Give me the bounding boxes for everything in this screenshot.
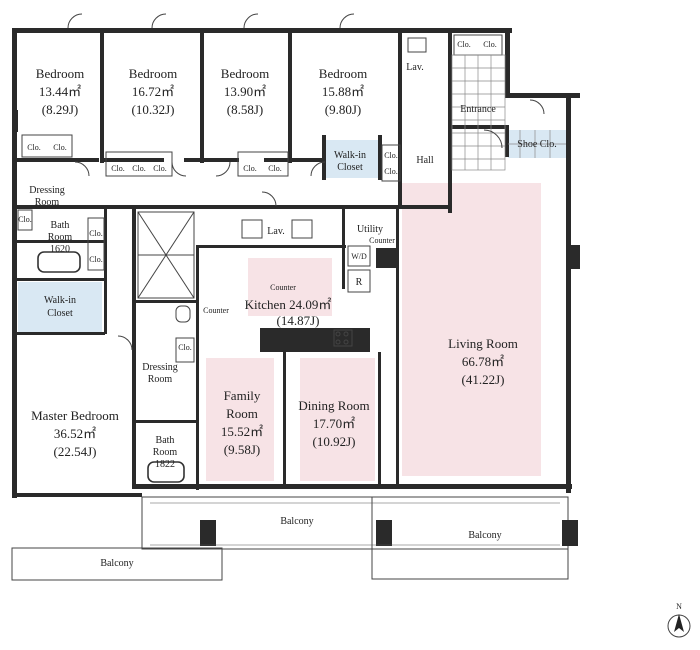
bath1-label-3: 1620 <box>50 244 70 255</box>
family-name-1: Family <box>224 388 261 403</box>
outer-walls <box>12 28 580 498</box>
refrigerator-label: R <box>356 277 363 288</box>
bedroom2-name: Bedroom <box>129 66 177 81</box>
columns <box>12 110 580 269</box>
closet-label: Clo. <box>268 164 282 173</box>
north-label: N <box>676 602 682 611</box>
closet-label: Clo. <box>89 255 103 264</box>
bath2-label-1: Bath <box>156 435 175 446</box>
bedroom4-jou: (9.80J) <box>325 102 361 117</box>
dining-area: 17.70㎡ <box>313 416 355 431</box>
kitchen-name: Kitchen 24.09㎡ <box>245 297 332 312</box>
doors <box>67 13 545 351</box>
bedroom3-name: Bedroom <box>221 66 269 81</box>
dressing2-label-1: Dressing <box>142 362 178 373</box>
closet-label: Clo. <box>178 343 192 352</box>
balcony-right-label: Balcony <box>468 530 501 541</box>
counter-kitchen-label: Counter <box>270 283 296 292</box>
lav-mid-label: Lav. <box>267 226 284 237</box>
family-jou: (9.58J) <box>224 442 260 457</box>
closet-label: Clo. <box>457 40 471 49</box>
walkin-label-2: Closet <box>47 308 73 319</box>
closet-label: Clo. <box>53 143 67 152</box>
hall-label: Hall <box>416 155 433 166</box>
walkin-label-1: Walk-in <box>44 295 76 306</box>
pipe-shaft <box>137 211 195 299</box>
bath1-label-2: Room <box>48 232 73 243</box>
north-compass <box>667 614 691 638</box>
wd-label: W/D <box>351 252 367 261</box>
counter-small-label: Counter <box>369 236 395 245</box>
closet-label: Clo. <box>132 164 146 173</box>
closet-label: Clo. <box>243 164 257 173</box>
balcony-main-label: Balcony <box>280 516 313 527</box>
kitchen-floor <box>248 258 332 316</box>
dressing2-label-2: Room <box>148 374 173 385</box>
utility-label: Utility <box>357 224 383 235</box>
bath2-label-3: 1822 <box>155 459 175 470</box>
living-floor-upper <box>472 183 541 223</box>
closet-label: Clo. <box>111 164 125 173</box>
living-area: 66.78㎡ <box>462 354 504 369</box>
closet-label: Clo. <box>384 167 398 176</box>
family-floor <box>206 358 274 481</box>
kitchen-jou: (14.87J) <box>277 313 320 328</box>
master-name: Master Bedroom <box>31 408 119 423</box>
closet-label: Clo. <box>27 143 41 152</box>
entrance-label: Entrance <box>460 104 496 115</box>
balcony-left-label: Balcony <box>100 558 133 569</box>
bedroom1-area: 13.44㎡ <box>39 84 81 99</box>
bedroom2-jou: (10.32J) <box>132 102 175 117</box>
family-area: 15.52㎡ <box>221 424 263 439</box>
dining-name: Dining Room <box>298 398 369 413</box>
closet-label: Clo. <box>153 164 167 173</box>
bath2-label-2: Room <box>153 447 178 458</box>
walkin-closet2-floor <box>322 140 378 178</box>
dressing-label-1: Dressing <box>29 185 65 196</box>
living-jou: (41.22J) <box>462 372 505 387</box>
master-area: 36.52㎡ <box>54 426 96 441</box>
dining-floor <box>300 358 375 481</box>
bedroom3-jou: (8.58J) <box>227 102 263 117</box>
fixtures <box>37 37 427 483</box>
bedroom2-area: 16.72㎡ <box>132 84 174 99</box>
walkin2-label-2: Closet <box>337 162 363 173</box>
closet-label: Clo. <box>384 151 398 160</box>
balcony <box>11 496 578 581</box>
bedroom-walls <box>12 33 509 213</box>
closet-label: Clo. <box>483 40 497 49</box>
bedroom4-area: 15.88㎡ <box>322 84 364 99</box>
counter-side-label: Counter <box>203 306 229 315</box>
dressing-label-2: Room <box>35 197 60 208</box>
walkin2-label-1: Walk-in <box>334 150 366 161</box>
bedroom4-name: Bedroom <box>319 66 367 81</box>
closet-label: Clo. <box>18 215 32 224</box>
living-name: Living Room <box>448 336 518 351</box>
bath1-label-1: Bath <box>51 220 70 231</box>
dining-jou: (10.92J) <box>313 434 356 449</box>
bedroom1-name: Bedroom <box>36 66 84 81</box>
family-name-2: Room <box>226 406 258 421</box>
bedroom3-area: 13.90㎡ <box>224 84 266 99</box>
lav-top-label: Lav. <box>406 62 423 73</box>
bedroom-closets <box>17 34 503 363</box>
bedroom1-jou: (8.29J) <box>42 102 78 117</box>
living-floor <box>402 183 541 476</box>
closet-label: Clo. <box>89 229 103 238</box>
master-jou: (22.54J) <box>54 444 97 459</box>
shoe-closet-label: Shoe Clo. <box>517 139 556 150</box>
entrance-grid <box>451 54 566 171</box>
walkin-closet-floor <box>18 282 102 332</box>
